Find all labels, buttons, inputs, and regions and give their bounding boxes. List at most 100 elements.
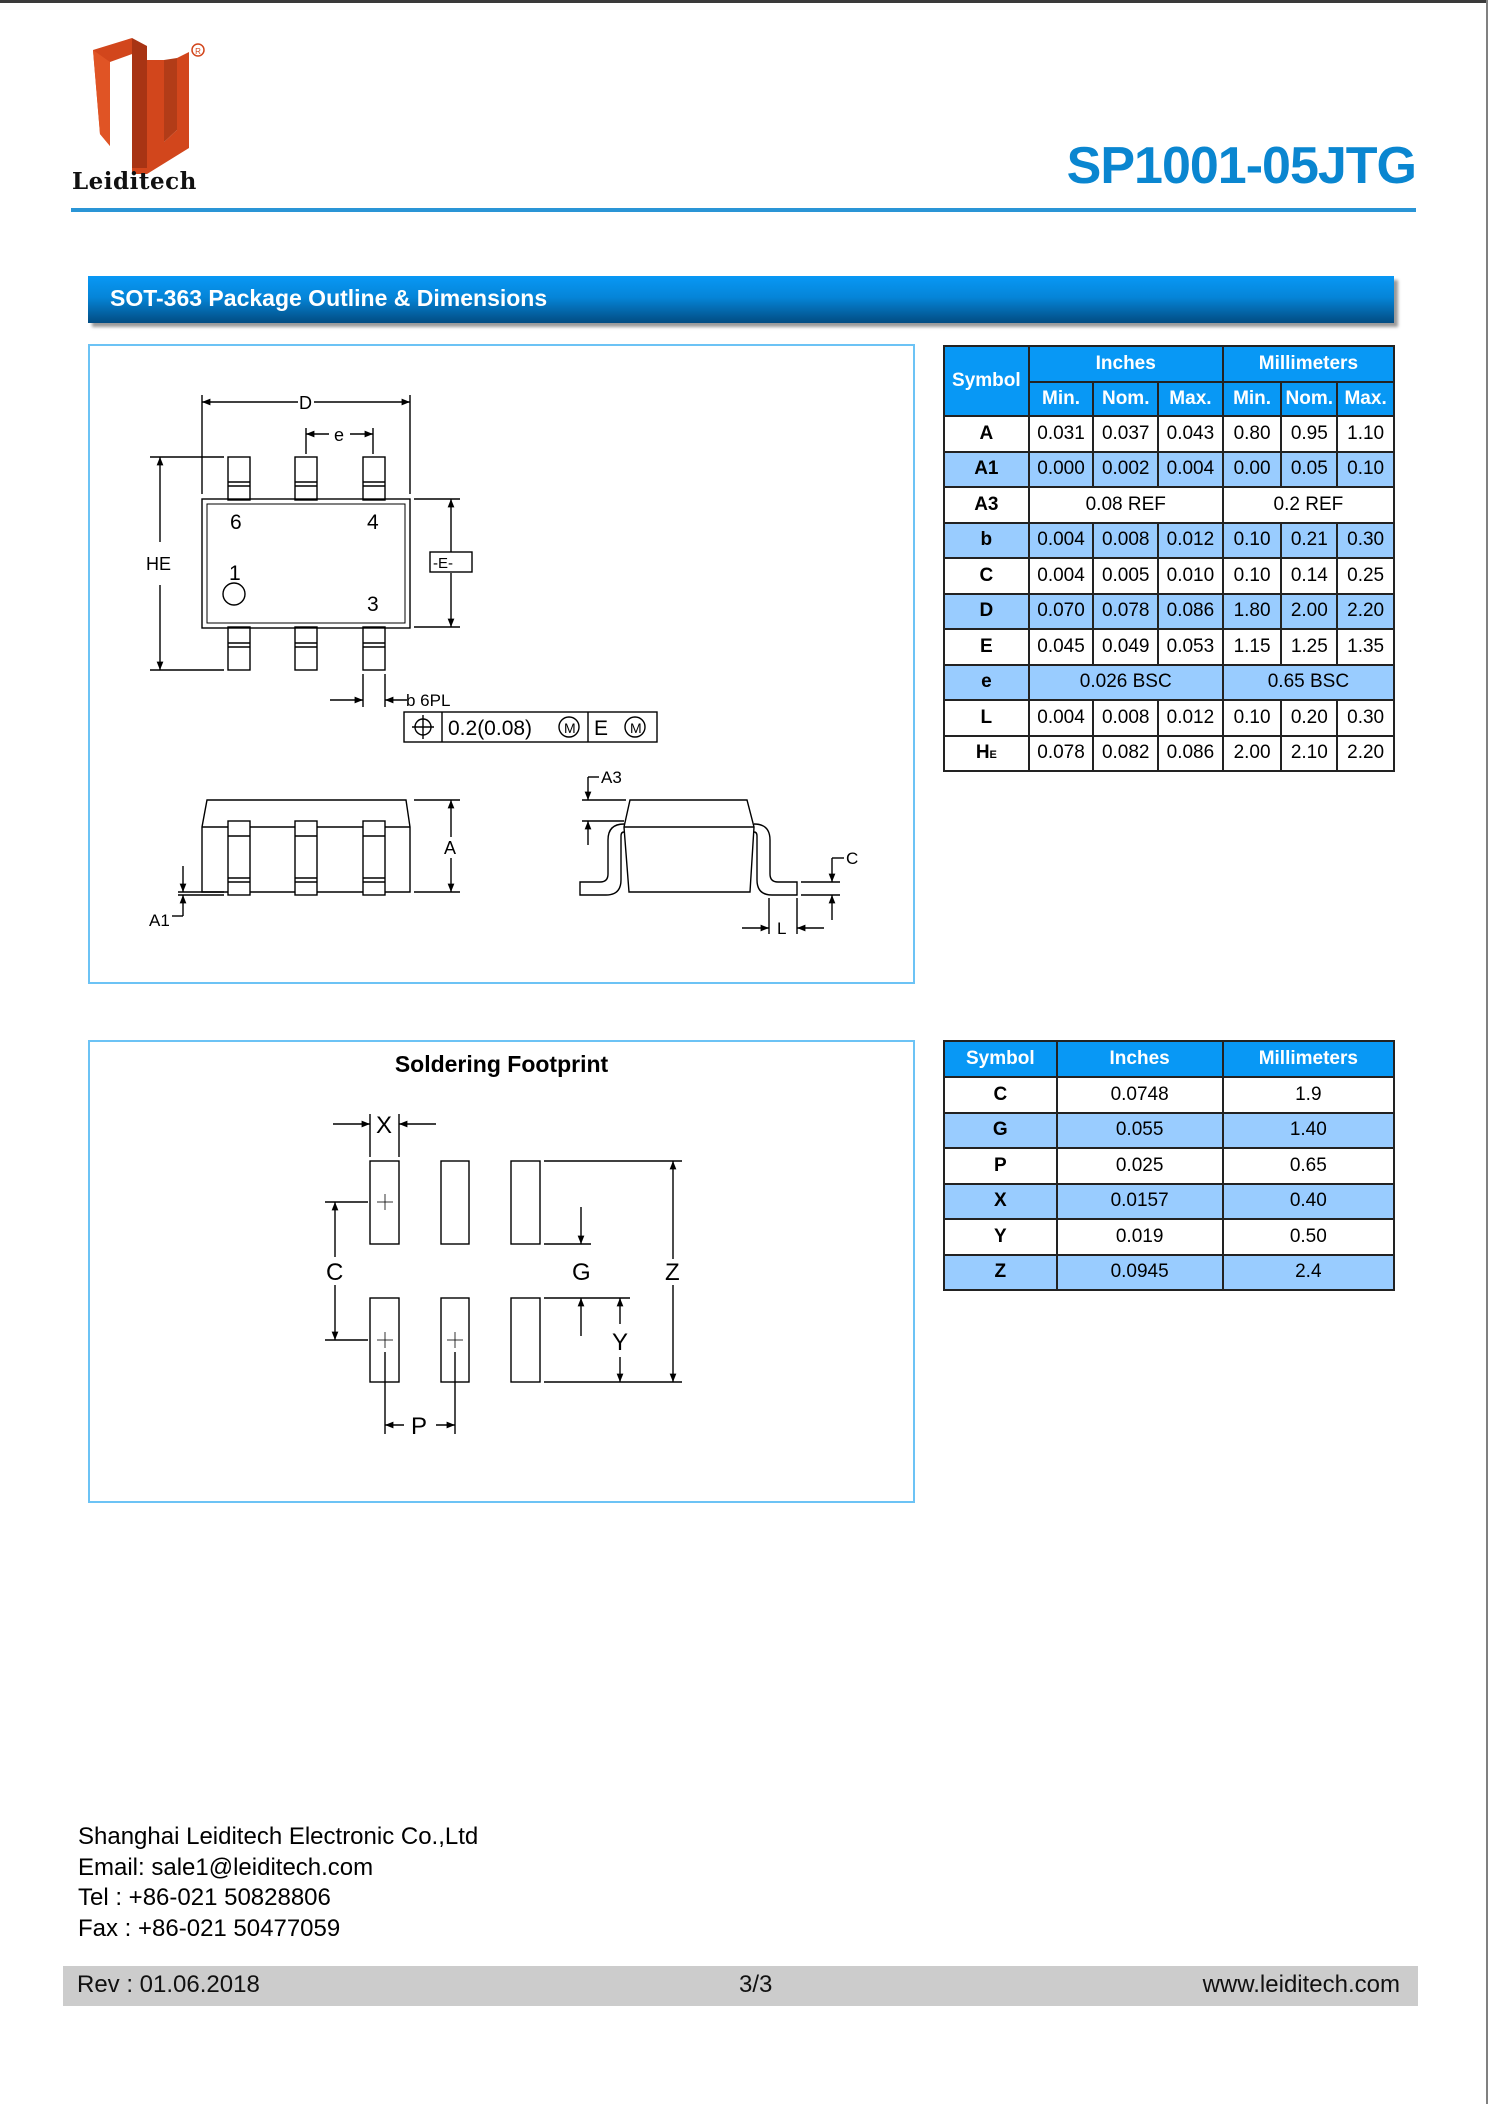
table-row: A3 0.08 REF 0.2 REF xyxy=(943,486,1396,524)
symbol-cell: L xyxy=(943,699,1030,737)
dim-label-e: e xyxy=(334,425,344,445)
symbol-cell: Y xyxy=(943,1218,1058,1256)
dim-label-b: b 6PL xyxy=(406,691,450,710)
dim-label-C: C xyxy=(326,1259,343,1286)
value-cell: 0.80 xyxy=(1221,415,1283,453)
value-cell: 0.30 xyxy=(1336,521,1395,559)
dim-label-G: G xyxy=(572,1259,591,1286)
symbol-cell: G xyxy=(943,1111,1058,1149)
value-cell-span: 0.08 REF xyxy=(1027,486,1224,524)
value-cell: 0.078 xyxy=(1092,592,1160,630)
pin-label-6: 6 xyxy=(230,511,242,534)
value-cell: 0.50 xyxy=(1221,1218,1396,1256)
svg-text:R: R xyxy=(195,47,201,56)
value-cell: 0.055 xyxy=(1055,1111,1224,1149)
value-cell: 0.14 xyxy=(1280,557,1339,595)
value-cell: 0.037 xyxy=(1092,415,1160,453)
symbol-cell: X xyxy=(943,1182,1058,1220)
value-cell: 0.000 xyxy=(1027,450,1095,488)
dim-label-Y: Y xyxy=(612,1329,628,1356)
value-cell: 0.010 xyxy=(1157,557,1224,595)
dim-label-A3: A3 xyxy=(601,768,622,787)
col-header-mm-max: Max. xyxy=(1336,381,1395,417)
value-cell: 0.008 xyxy=(1092,699,1160,737)
value-cell: 0.05 xyxy=(1280,450,1339,488)
col-header-inches: Inches xyxy=(1027,345,1224,383)
pin-label-1: 1 xyxy=(229,562,241,585)
symbol-cell: HE xyxy=(943,734,1030,772)
value-cell: 0.070 xyxy=(1027,592,1095,630)
value-cell: 0.10 xyxy=(1221,557,1283,595)
col-header-inches: Inches xyxy=(1055,1040,1224,1078)
table-row: D 0.070 0.078 0.086 1.80 2.00 2.20 xyxy=(943,592,1395,630)
value-cell: 2.20 xyxy=(1336,592,1395,630)
symbol-cell: E xyxy=(943,628,1030,666)
table-row: C 0.004 0.005 0.010 0.10 0.14 0.25 xyxy=(943,557,1395,595)
symbol-cell: C xyxy=(943,557,1030,595)
package-outline-drawing: D e HE -E- 6 4 1 3 b 6PL 0.2(0.08) M E M… xyxy=(146,393,858,938)
value-cell: 0.00 xyxy=(1221,450,1283,488)
value-cell: 0.012 xyxy=(1157,699,1224,737)
value-cell: 0.21 xyxy=(1280,521,1339,559)
value-cell: 0.012 xyxy=(1157,521,1224,559)
value-cell: 0.004 xyxy=(1027,521,1095,559)
symbol-cell: D xyxy=(943,592,1030,630)
value-cell: 0.004 xyxy=(1027,557,1095,595)
symbol-cell: A3 xyxy=(943,486,1030,524)
value-cell: 0.019 xyxy=(1055,1218,1224,1256)
value-cell: 0.002 xyxy=(1092,450,1160,488)
value-cell: 0.031 xyxy=(1027,415,1095,453)
table-row: G 0.055 1.40 xyxy=(943,1111,1396,1149)
col-header-mm-nom: Nom. xyxy=(1280,381,1339,417)
symbol-cell: b xyxy=(943,521,1030,559)
value-cell: 0.10 xyxy=(1221,521,1283,559)
symbol-cell: C xyxy=(943,1076,1058,1114)
value-cell: 0.004 xyxy=(1157,450,1224,488)
pin-label-3: 3 xyxy=(367,593,379,616)
header-divider xyxy=(71,208,1416,212)
value-cell: 1.15 xyxy=(1221,628,1283,666)
tel-line: Tel : +86-021 50828806 xyxy=(78,1884,331,1911)
value-cell: 1.9 xyxy=(1221,1076,1396,1114)
value-cell-span: 0.65 BSC xyxy=(1221,663,1396,701)
symbol-cell: A1 xyxy=(943,450,1030,488)
value-cell: 0.008 xyxy=(1092,521,1160,559)
value-cell: 0.004 xyxy=(1027,699,1095,737)
logo-text: Leiditech xyxy=(72,168,197,195)
value-cell-span: 0.026 BSC xyxy=(1027,663,1224,701)
page-footer: Rev : 01.06.2018 3/3 www.leiditech.com xyxy=(63,1966,1418,2006)
table-row: Y 0.019 0.50 xyxy=(943,1218,1396,1256)
document-title: SP1001-05JTG xyxy=(1066,137,1417,195)
table-row: HE 0.078 0.082 0.086 2.00 2.10 2.20 xyxy=(943,734,1395,772)
value-cell: 0.0157 xyxy=(1055,1182,1224,1220)
value-cell: 0.086 xyxy=(1157,734,1224,772)
symbol-main: H xyxy=(975,742,990,764)
value-cell: 0.30 xyxy=(1336,699,1395,737)
col-header-in-max: Max. xyxy=(1157,381,1224,417)
value-cell: 0.0748 xyxy=(1055,1076,1224,1114)
dim-label-C: C xyxy=(846,849,858,868)
datum-modifier: M xyxy=(630,720,642,736)
footprint-title: Soldering Footprint xyxy=(394,1051,609,1077)
table-row: L 0.004 0.008 0.012 0.10 0.20 0.30 xyxy=(943,699,1395,737)
value-cell: 0.043 xyxy=(1157,415,1224,453)
col-header-in-min: Min. xyxy=(1027,381,1095,417)
value-cell: 0.086 xyxy=(1157,592,1224,630)
table-row: X 0.0157 0.40 xyxy=(943,1182,1396,1220)
table-row: b 0.004 0.008 0.012 0.10 0.21 0.30 xyxy=(943,521,1395,559)
value-cell: 0.082 xyxy=(1092,734,1160,772)
value-cell: 0.025 xyxy=(1055,1147,1224,1185)
company-name: Shanghai Leiditech Electronic Co.,Ltd xyxy=(78,1823,479,1850)
value-cell: 0.10 xyxy=(1336,450,1395,488)
website-link[interactable]: www.leiditech.com xyxy=(1202,1971,1400,1998)
table-row: E 0.045 0.049 0.053 1.15 1.25 1.35 xyxy=(943,628,1395,666)
value-cell: 0.049 xyxy=(1092,628,1160,666)
value-cell: 1.35 xyxy=(1336,628,1395,666)
value-cell: 0.40 xyxy=(1221,1182,1396,1220)
fax-line: Fax : +86-021 50477059 xyxy=(78,1914,341,1942)
dim-label-HE: HE xyxy=(146,554,171,574)
symbol-cell: P xyxy=(943,1147,1058,1185)
value-cell: 2.20 xyxy=(1336,734,1395,772)
table-row: C 0.0748 1.9 xyxy=(943,1076,1396,1114)
value-cell: 2.4 xyxy=(1221,1253,1396,1291)
